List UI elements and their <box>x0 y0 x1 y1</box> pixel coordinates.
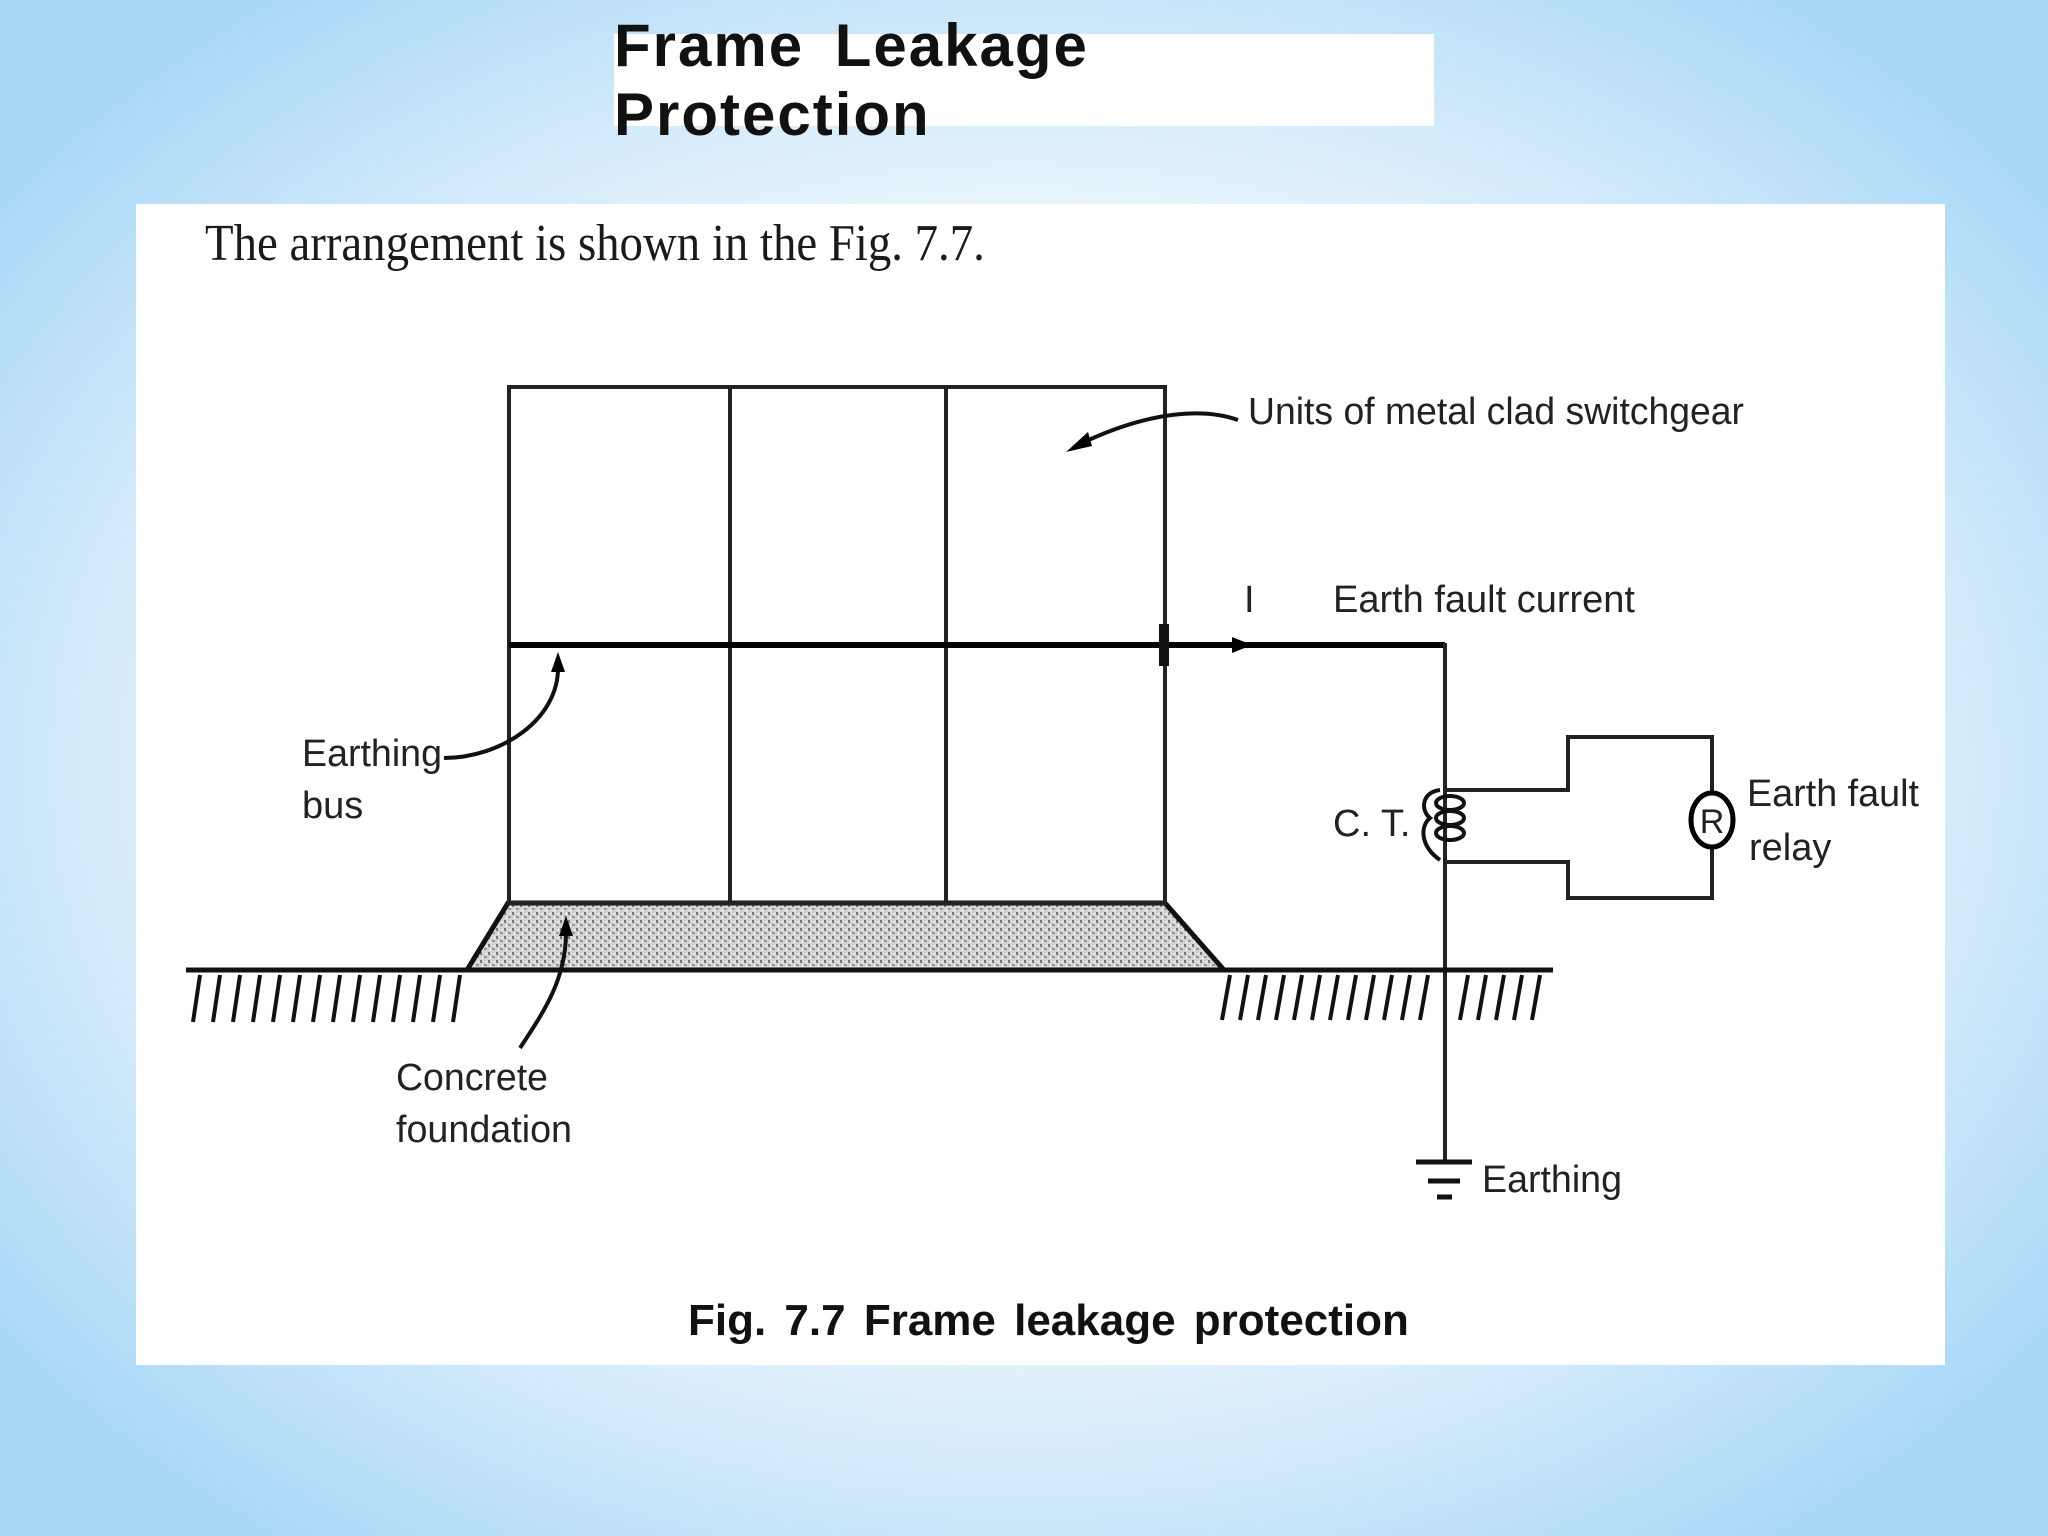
relay-circuit <box>1445 735 1714 900</box>
relay-label-2: relay <box>1749 827 1831 869</box>
slide-title: Frame Leakage Protection <box>614 12 1089 148</box>
current-symbol: I <box>1244 579 1255 621</box>
relay-symbol: R <box>1700 803 1725 841</box>
switchgear-units-label: Units of metal clad switchgear <box>1248 391 1744 433</box>
earthing-bus-label: Earthing <box>302 733 442 775</box>
arrowhead-icon <box>559 916 573 936</box>
concrete-label: Concrete <box>396 1057 548 1099</box>
figure-panel <box>136 204 1945 1365</box>
relay-icon: R <box>1688 790 1736 850</box>
ground-left <box>186 967 467 1023</box>
intro-text: The arrangement is shown in the Fig. 7.7… <box>205 215 985 272</box>
current-arrow-icon <box>1232 637 1252 653</box>
foundation-label: foundation <box>396 1109 572 1151</box>
bus-joint <box>1159 624 1169 666</box>
current-transformer-icon <box>1421 788 1466 862</box>
arrowhead-icon <box>1066 432 1092 452</box>
earthing-bus <box>509 624 1447 1162</box>
ground-right <box>1220 967 1553 1021</box>
earth-fault-current-label: Earth fault current <box>1333 579 1635 621</box>
arrowhead-icon <box>551 652 565 672</box>
ground-symbol-icon <box>1416 1159 1472 1200</box>
figure-caption: Fig. 7.7 Frame leakage protection <box>688 1296 1409 1345</box>
switchgear-pointer <box>1077 411 1239 447</box>
relay-label: Earth fault <box>1747 773 1919 815</box>
earthing-label: Earthing <box>1482 1159 1622 1201</box>
earthing-bus-pointer <box>443 664 561 760</box>
arrow-icon <box>443 411 1239 1050</box>
ct-label: C. T. <box>1333 803 1410 845</box>
slide-title-box: Frame Leakage Protection <box>614 12 1434 148</box>
earthing-bus-label-2: bus <box>302 785 363 827</box>
concrete-foundation <box>462 900 1230 973</box>
concrete-pointer <box>518 934 568 1050</box>
